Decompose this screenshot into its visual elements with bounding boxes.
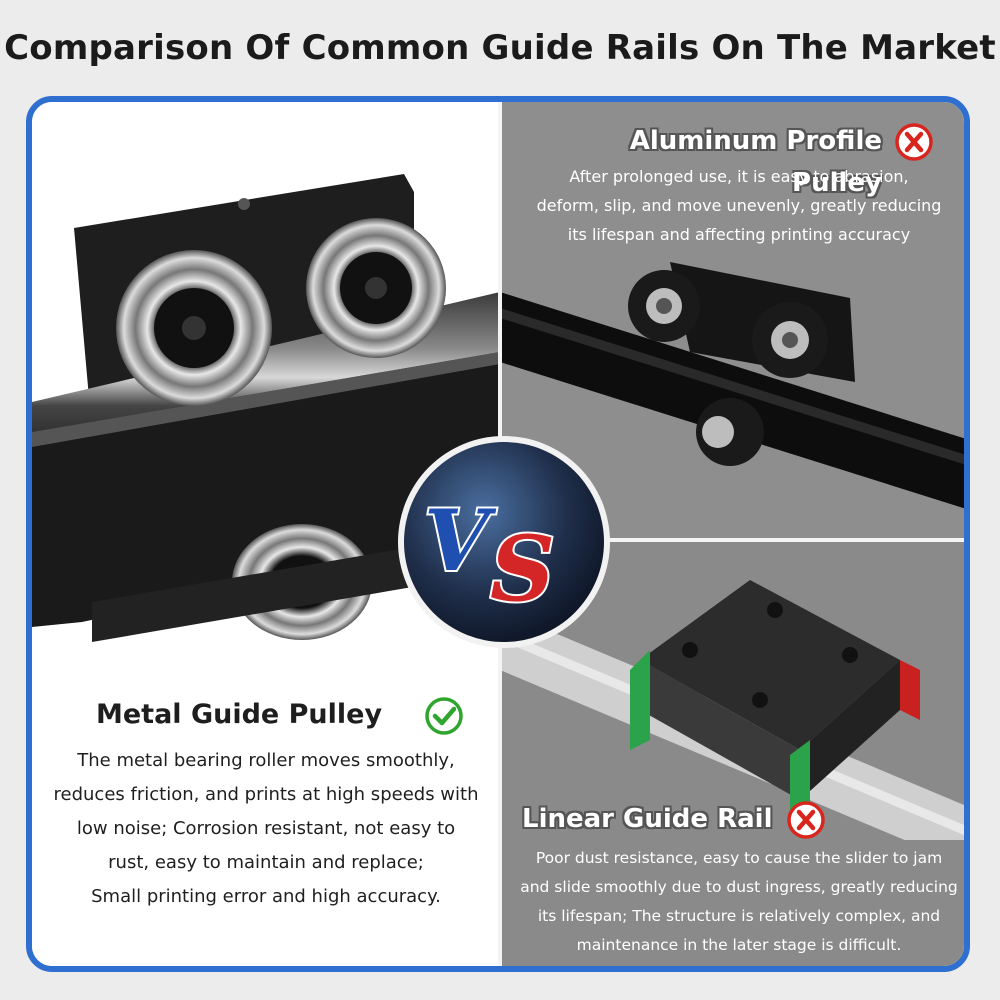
vs-letter-v: V [424, 491, 497, 590]
description-line: The metal bearing roller moves smoothly, [77, 750, 455, 771]
description-line: and slide smoothly due to dust ingress, … [520, 878, 958, 896]
description-line: reduces friction, and prints at high spe… [53, 784, 479, 805]
description-line: Small printing error and high accuracy. [91, 886, 441, 907]
description-line: After prolonged use, it is easy to abras… [569, 167, 909, 186]
description-line: its lifespan; The structure is relativel… [537, 907, 941, 925]
vs-letter-s: S [490, 516, 555, 622]
page-title: Comparison Of Common Guide Rails On The … [4, 28, 996, 68]
aluminum-pulley-description: After prolonged use, it is easy to abras… [524, 162, 954, 249]
linear-rail-description: Poor dust resistance, easy to cause the … [508, 844, 964, 960]
comparison-frame: Metal Guide Pulley The metal bearing rol… [26, 96, 970, 972]
linear-rail-title: Linear Guide Rail [522, 804, 773, 834]
cross-circle-icon [895, 123, 933, 161]
metal-pulley-description: The metal bearing roller moves smoothly,… [40, 744, 492, 914]
cross-circle-icon [787, 801, 825, 839]
description-line: rust, easy to maintain and replace; [108, 852, 424, 873]
horizontal-divider [500, 538, 964, 542]
description-line: Poor dust resistance, easy to cause the … [535, 849, 943, 867]
description-line: deform, slip, and move unevenly, greatly… [536, 196, 942, 215]
metal-pulley-image [32, 174, 500, 642]
description-line: maintenance in the later stage is diffic… [576, 936, 902, 954]
metal-pulley-title: Metal Guide Pulley [96, 699, 383, 730]
linear-rail-image [500, 580, 964, 840]
aluminum-pulley-image [500, 262, 964, 509]
description-line: its lifespan and affecting printing accu… [567, 225, 911, 244]
vs-badge: V S [398, 436, 610, 648]
check-circle-icon [425, 697, 463, 735]
metal-panel: Metal Guide Pulley The metal bearing rol… [32, 102, 500, 966]
description-line: low noise; Corrosion resistant, not easy… [76, 818, 456, 839]
aluminum-pulley-title: Aluminum Profile Pulley [629, 126, 882, 198]
